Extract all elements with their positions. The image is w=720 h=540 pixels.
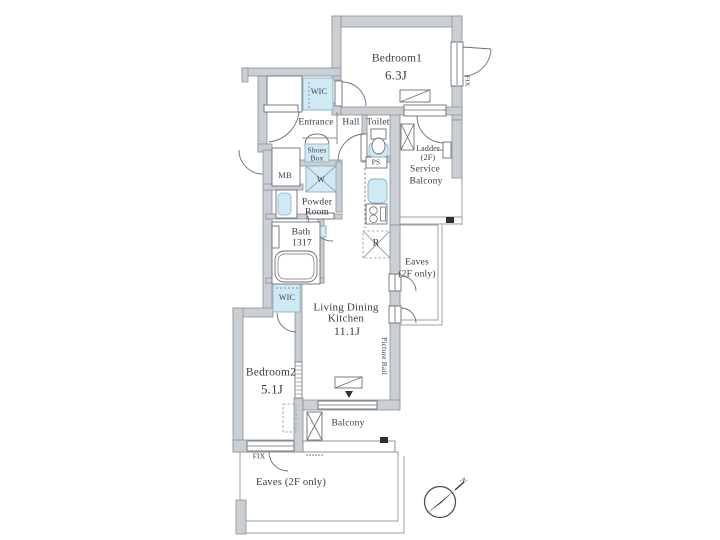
room-label-service-balcony-1: Service (410, 164, 440, 175)
label-washer: W (316, 173, 326, 184)
balcony-hatch-icon (306, 411, 323, 441)
label-eaves-upper-2: (2F only) (398, 269, 436, 280)
room-label-ldk-2: Kitchen (327, 312, 365, 325)
kitchen-sink-icon (367, 178, 388, 204)
label-shoes-box-1: Shoes (307, 145, 327, 155)
label-ladder-2: (2F) (420, 153, 436, 162)
sliding-door-track (282, 361, 303, 433)
ladder-icon (400, 123, 452, 159)
door-arcs (238, 46, 492, 472)
balcony-rail (302, 217, 454, 456)
room-label-balcony: Balcony (331, 418, 365, 429)
label-refrigerator: R (372, 238, 380, 249)
room-label-service-balcony-2: Balcony (409, 176, 443, 187)
toilet-icon (368, 128, 389, 158)
label-mb: MB (278, 169, 292, 180)
label-picture-rail: Picture Rail (379, 336, 389, 376)
room-label-wic-lower: WIC (278, 293, 296, 302)
area-label-ldk: 11.1J (333, 324, 361, 338)
room-label-powder-1: Powder (301, 197, 333, 208)
label-fix-right: FIX (463, 75, 471, 87)
room-label-powder-2: Room (304, 207, 330, 218)
area-label-bedroom2: 5.1J (260, 381, 284, 397)
entry-direction-marker (345, 391, 353, 398)
refrigerator-space-icon (362, 230, 391, 259)
fixture-hatching (305, 165, 337, 193)
closet-counter-icons (334, 89, 431, 389)
bathtub-icon (271, 221, 321, 285)
label-shoes-box-2: Box (310, 153, 324, 163)
closet-dots (276, 82, 310, 289)
label-fix-bottom: FIX (252, 451, 266, 461)
wic-upper-closet (302, 77, 334, 111)
label-ps: PS (371, 157, 381, 167)
room-label-wic-upper: WIC (310, 87, 328, 96)
room-label-toilet: Toilet (366, 117, 390, 128)
room-label-bedroom1: Bedroom1 (371, 52, 423, 65)
compass-icon (423, 481, 465, 519)
room-label-ldk-1: Living Dining (313, 301, 379, 314)
room-label-entrance: Entrance (298, 117, 334, 128)
kitchen-icons (364, 168, 388, 228)
label-eaves-upper-1: Eaves (405, 257, 429, 268)
label-bath-size: 1317 (292, 238, 312, 249)
room-label-bath: Bath (291, 227, 311, 238)
area-label-bedroom1: 6.3J (384, 67, 408, 83)
label-ladder-1: Ladder (416, 144, 440, 153)
label-eaves-lower: Eaves (2F only) (255, 476, 327, 488)
stove-icon (365, 203, 388, 225)
shoes-box-icon (304, 143, 330, 163)
powder-sink-icon (275, 189, 298, 219)
room-label-hall: Hall (342, 117, 360, 128)
room-label-bedroom2: Bedroom2 (245, 366, 297, 379)
